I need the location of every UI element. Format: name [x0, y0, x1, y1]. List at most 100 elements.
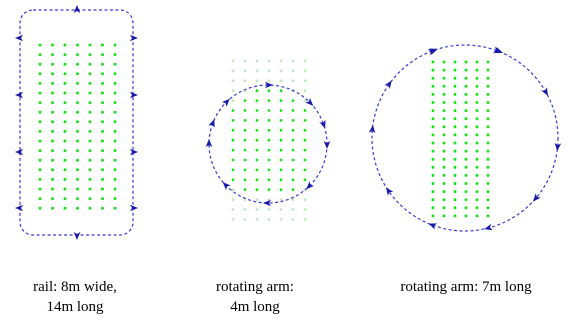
grid-dot	[475, 173, 479, 177]
grid-dot-faint	[243, 218, 247, 221]
grid-dot-faint	[279, 218, 283, 221]
grid-dot	[76, 91, 79, 95]
grid-dot	[475, 141, 479, 145]
grid-dot	[243, 138, 247, 142]
grid-dot	[88, 158, 92, 162]
grid-dot	[38, 53, 42, 57]
grid-dot	[279, 148, 283, 152]
grid-dot	[113, 197, 117, 201]
grid-dot	[431, 182, 435, 185]
grid-dot	[475, 125, 479, 129]
grid-dot-faint	[267, 59, 271, 63]
grid-dot	[51, 168, 54, 172]
grid-dot	[38, 197, 42, 201]
grid-dot	[486, 133, 490, 137]
grid-dot	[464, 76, 468, 80]
arrowhead-icon	[15, 34, 23, 42]
grid-dot	[267, 99, 271, 102]
grid-dot	[76, 197, 79, 201]
grid-dot	[51, 72, 54, 76]
grid-dot	[101, 62, 104, 66]
grid-dot-faint	[291, 79, 295, 83]
grid-dot	[453, 101, 457, 104]
grid-dot	[113, 158, 117, 162]
grid-dot	[255, 119, 259, 122]
grid-dot	[88, 168, 92, 172]
grid-dot	[291, 188, 295, 192]
grid-dot-faint	[243, 79, 247, 83]
arrowhead-icon	[305, 97, 314, 106]
grid-dot	[303, 109, 307, 112]
circular-path	[371, 44, 559, 232]
grid-dot	[101, 43, 104, 47]
grid-dot	[486, 60, 490, 64]
grid-dot	[63, 149, 67, 153]
grid-dot-faint	[243, 69, 247, 73]
grid-dot	[442, 76, 446, 80]
grid-dot	[431, 141, 435, 145]
grid-dot	[255, 99, 259, 102]
grid-dot	[63, 158, 67, 162]
arrowhead-icon	[221, 98, 230, 107]
grid-dot	[475, 60, 479, 64]
grid-dot	[113, 101, 117, 105]
grid-dot-faint	[267, 79, 271, 83]
grid-dot-faint	[303, 59, 307, 63]
grid-dot	[76, 168, 79, 172]
grid-dot	[486, 92, 490, 96]
grid-dot	[38, 81, 42, 85]
grid-dot	[113, 43, 117, 47]
grid-dot	[279, 109, 283, 112]
grid-dot	[51, 149, 54, 153]
grid-dot	[63, 120, 67, 124]
grid-dot	[453, 206, 457, 210]
grid-dot	[76, 43, 79, 47]
caption-line: rail: 8m wide,	[33, 279, 117, 295]
grid-dot	[51, 43, 54, 47]
grid-dot	[453, 149, 457, 153]
grid-dot	[442, 182, 446, 185]
grid-dot	[303, 119, 307, 122]
grid-dot	[291, 168, 295, 172]
arrowhead-icon	[533, 193, 541, 202]
grid-dot	[88, 101, 92, 105]
arrowhead-icon	[429, 48, 438, 55]
grid-dot	[279, 128, 283, 132]
grid-dot	[113, 110, 117, 114]
arrowhead-icon	[492, 46, 502, 53]
grid-dot	[76, 62, 79, 66]
grid-dot	[291, 148, 295, 152]
grid-dot	[431, 125, 435, 129]
grid-dot	[464, 206, 468, 210]
grid-dot	[101, 149, 104, 153]
grid-dot	[464, 165, 468, 169]
grid-dot-faint	[291, 198, 295, 202]
grid-dot	[88, 187, 92, 191]
grid-dot	[113, 139, 117, 143]
grid-dot	[63, 43, 67, 47]
grid-dot	[38, 120, 42, 124]
grid-dot	[76, 129, 79, 133]
grid-dot	[464, 125, 468, 129]
arrowhead-icon	[208, 119, 215, 128]
grid-dot	[442, 206, 446, 210]
grid-dot	[291, 119, 295, 122]
grid-dot	[279, 119, 283, 122]
grid-dot	[291, 138, 295, 142]
grid-dot	[267, 89, 271, 93]
grid-dot-faint	[291, 208, 295, 211]
grid-dot	[63, 101, 67, 105]
arrowhead-icon	[323, 141, 331, 149]
grid-dot	[255, 178, 259, 182]
arrowhead-icon	[385, 187, 394, 196]
grid-dot-faint	[279, 208, 283, 211]
grid-dot	[101, 206, 104, 210]
grid-dot	[113, 129, 117, 133]
grid-dot	[88, 43, 92, 47]
rail-panel	[15, 5, 138, 240]
caption-line: 4m long	[230, 299, 280, 316]
grid-dot-faint	[267, 69, 271, 73]
grid-dot	[51, 110, 54, 114]
grid-dot	[88, 72, 92, 76]
grid-dot	[255, 109, 259, 112]
